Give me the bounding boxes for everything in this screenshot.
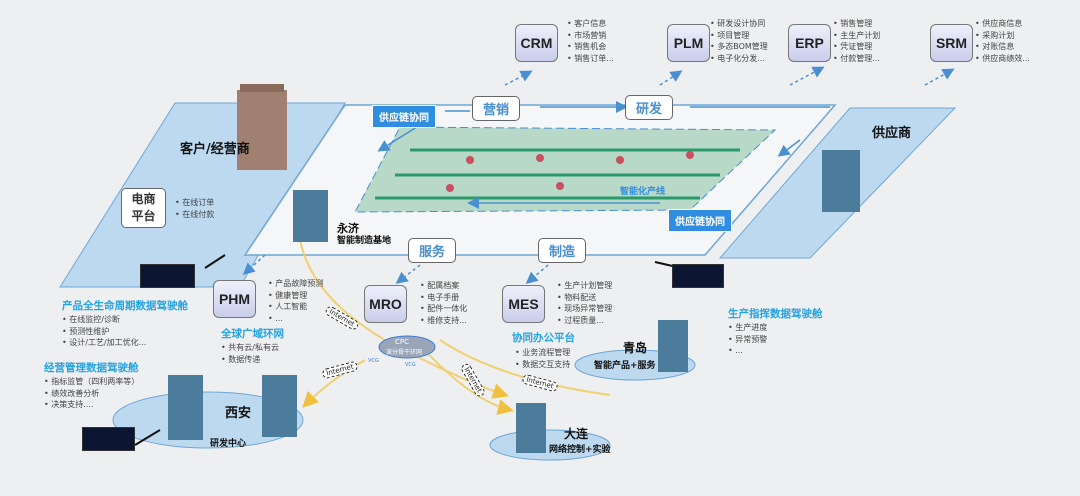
erp-box[interactable]: ERP xyxy=(788,24,831,62)
erp-features: 销售管理主生产计划凭证管理付款管理... xyxy=(833,18,880,64)
ecommerce-platform: 电商 平台 xyxy=(121,188,166,228)
vcg-label: VCG xyxy=(368,358,379,364)
supplier-label: 供应商 xyxy=(872,126,912,141)
flow-rnd: 研发 xyxy=(625,95,674,120)
cloud-label: CPC xyxy=(395,338,409,346)
cockpit-title: 生产指挥数据驾驶舱 xyxy=(728,308,823,320)
customer-label: 客户/经营商 xyxy=(180,142,250,157)
dashboard-thumbnail xyxy=(82,427,135,451)
srm-box[interactable]: SRM xyxy=(930,24,973,62)
dashboard-thumbnail xyxy=(140,264,195,288)
site-role: 网络控制+实验 xyxy=(549,445,611,455)
base-name: 永济 xyxy=(337,222,359,235)
flow-manufacturing: 制造 xyxy=(538,238,587,263)
building-icons xyxy=(168,84,860,453)
cockpit-title: 经营管理数据驾驶舱 xyxy=(44,362,139,374)
network-items: 共有云/私有云数据传递 xyxy=(221,342,279,365)
flow-service: 服务 xyxy=(408,238,457,263)
backbone-cloud xyxy=(378,335,436,359)
vcg-label: VCG xyxy=(405,362,416,368)
phm-box[interactable]: PHM xyxy=(213,280,256,318)
mes-features: 生产计划管理物料配送现场异常管理过程质量... xyxy=(557,280,612,326)
office-items: 业务流程管理数据交互支持 xyxy=(515,347,570,370)
site-role: 研发中心 xyxy=(210,439,247,449)
network-title: 全球广域环网 xyxy=(221,328,284,340)
site-city: 大连 xyxy=(564,427,589,441)
supply-chain-label: 供应链协同 xyxy=(372,105,436,128)
phm-features: 产品故障预测健康管理人工智能... xyxy=(268,278,323,324)
crm-features: 客户信息市场营销销售机会销售订单... xyxy=(567,18,614,64)
mes-box[interactable]: MES xyxy=(502,285,545,323)
mro-box[interactable]: MRO xyxy=(364,285,407,323)
base-subtitle: 智能制造基地 xyxy=(337,236,392,246)
crm-box[interactable]: CRM xyxy=(515,24,558,62)
dashboard-thumbnail xyxy=(672,264,724,288)
ecommerce-features: 在线订单在线付款 xyxy=(175,197,214,220)
office-title: 协同办公平台 xyxy=(512,332,575,344)
plm-box[interactable]: PLM xyxy=(667,24,710,62)
smart-line-label: 智能化产线 xyxy=(620,187,666,197)
flow-marketing: 营销 xyxy=(472,96,521,121)
site-city: 青岛 xyxy=(623,341,648,355)
cloud-sublabel: 波分骨干环网 xyxy=(386,349,423,356)
srm-features: 供应商信息采购计划对账信息供应商绩效... xyxy=(975,18,1030,64)
cockpit-items: 生产进度异常预警... xyxy=(728,322,767,357)
smart-line-area xyxy=(354,126,777,213)
supply-chain-label: 供应链协同 xyxy=(668,209,732,232)
mro-features: 配属档案电子手册配件一体化维修支持... xyxy=(420,280,467,326)
cockpit-items: 在线监控/诊断预测性维护设计/工艺/加工优化... xyxy=(62,314,146,349)
site-city: 西安 xyxy=(225,406,252,421)
site-role: 智能产品+服务 xyxy=(594,361,656,371)
plm-features: 研发设计协同项目管理多态BOM管理电子化分发... xyxy=(710,18,768,64)
cockpit-items: 指标监管（四利两率等）绩效改善分析决策支持.... xyxy=(44,376,139,411)
cockpit-title: 产品全生命周期数据驾驶舱 xyxy=(62,300,188,312)
